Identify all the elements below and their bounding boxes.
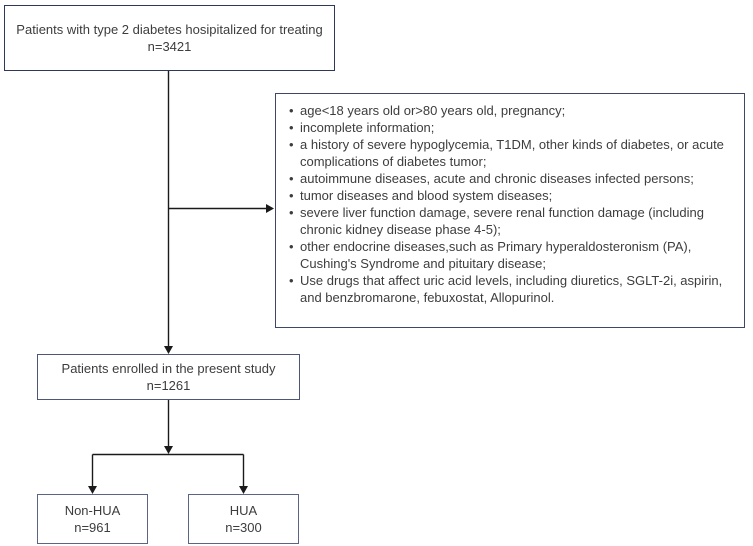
exclusion-item: • other endocrine diseases,such as Prima… [289, 238, 734, 272]
arrowhead-into-exclusion [266, 204, 274, 213]
bullet-icon: • [289, 120, 294, 135]
exclusion-item: • Use drugs that affect uric acid levels… [289, 272, 734, 306]
exclusion-item: • age<18 years old or>80 years old, preg… [289, 102, 734, 119]
box-enrolled-patients: Patients enrolled in the present study n… [37, 354, 300, 400]
exclusion-item-text: a history of severe hypoglycemia, T1DM, … [300, 137, 724, 169]
arrowhead-into-non-hua [88, 486, 97, 494]
box-non-hua: Non-HUA n=961 [37, 494, 148, 544]
box-hua-count: n=300 [225, 520, 262, 535]
exclusion-item-text: age<18 years old or>80 years old, pregna… [300, 103, 566, 118]
bullet-icon: • [289, 103, 294, 118]
box-hospitalized-patients-count: n=3421 [147, 39, 192, 54]
arrowhead-at-split [164, 446, 173, 454]
exclusion-item-text: other endocrine diseases,such as Primary… [300, 239, 692, 271]
box-hua: HUA n=300 [188, 494, 299, 544]
exclusion-item-text: severe liver function damage, severe ren… [300, 205, 704, 237]
box-non-hua-count: n=961 [74, 520, 111, 535]
exclusion-criteria-list: • age<18 years old or>80 years old, preg… [289, 102, 734, 306]
bullet-icon: • [289, 188, 294, 203]
exclusion-item-text: incomplete information; [300, 120, 435, 135]
box-non-hua-label: Non-HUA [64, 502, 121, 518]
bullet-icon: • [289, 171, 294, 186]
bullet-icon: • [289, 239, 294, 254]
exclusion-item-text: Use drugs that affect uric acid levels, … [300, 273, 723, 305]
box-hua-label: HUA [229, 502, 258, 518]
box-enrolled-patients-text: Patients enrolled in the present study [61, 360, 276, 376]
bullet-icon: • [289, 137, 294, 152]
exclusion-item: • severe liver function damage, severe r… [289, 204, 734, 238]
box-enrolled-patients-count: n=1261 [146, 378, 191, 393]
exclusion-item: • tumor diseases and blood system diseas… [289, 187, 734, 204]
box-hospitalized-patients-text: Patients with type 2 diabetes hosipitali… [16, 21, 323, 37]
exclusion-item-text: autoimmune diseases, acute and chronic d… [300, 171, 694, 186]
exclusion-item: • incomplete information; [289, 119, 734, 136]
exclusion-item: • a history of severe hypoglycemia, T1DM… [289, 136, 734, 170]
arrowhead-into-enrolled [164, 346, 173, 354]
exclusion-item-text: tumor diseases and blood system diseases… [300, 188, 553, 203]
box-hospitalized-patients: Patients with type 2 diabetes hosipitali… [4, 5, 335, 71]
box-exclusion-criteria: • age<18 years old or>80 years old, preg… [275, 93, 745, 328]
arrowhead-into-hua [239, 486, 248, 494]
bullet-icon: • [289, 273, 294, 288]
bullet-icon: • [289, 205, 294, 220]
exclusion-item: • autoimmune diseases, acute and chronic… [289, 170, 734, 187]
